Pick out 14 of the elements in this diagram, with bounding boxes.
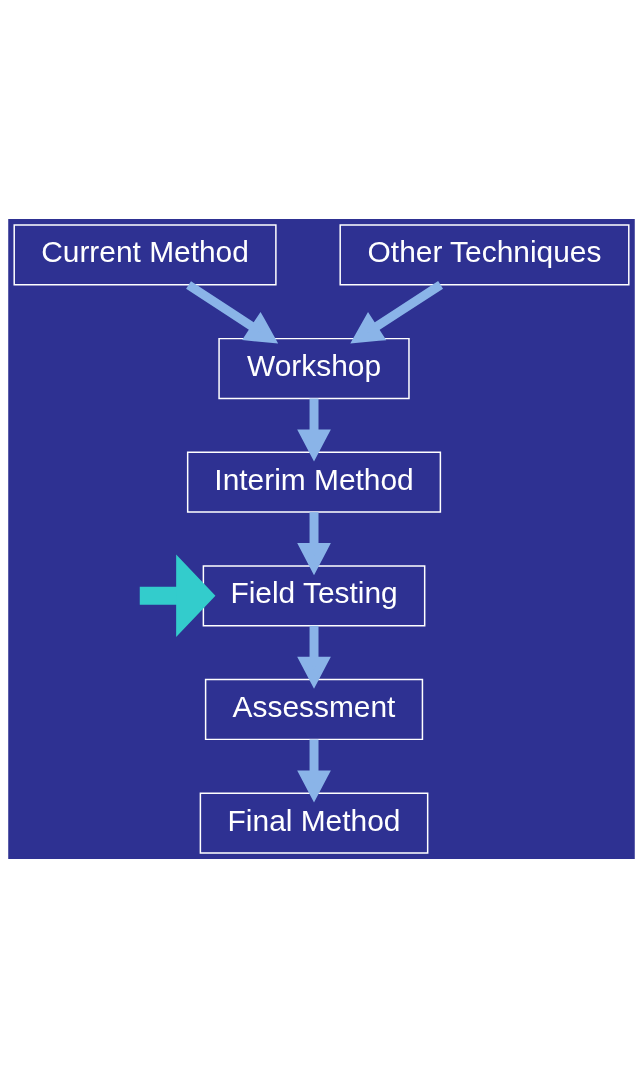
arrow xyxy=(350,280,444,343)
arrow xyxy=(186,280,279,344)
arrow xyxy=(297,625,331,689)
node-box: Other Techniques xyxy=(339,223,630,286)
arrow xyxy=(297,738,331,802)
node-box: Field Testing xyxy=(202,564,426,626)
node-box: Workshop xyxy=(218,337,410,399)
arrow xyxy=(139,554,216,637)
arrow xyxy=(297,511,331,575)
arrow xyxy=(297,398,331,462)
node-box: Assessment xyxy=(204,678,424,740)
node-box: Final Method xyxy=(199,791,429,854)
node-box: Interim Method xyxy=(186,451,442,513)
node-box: Current Method xyxy=(13,223,277,286)
